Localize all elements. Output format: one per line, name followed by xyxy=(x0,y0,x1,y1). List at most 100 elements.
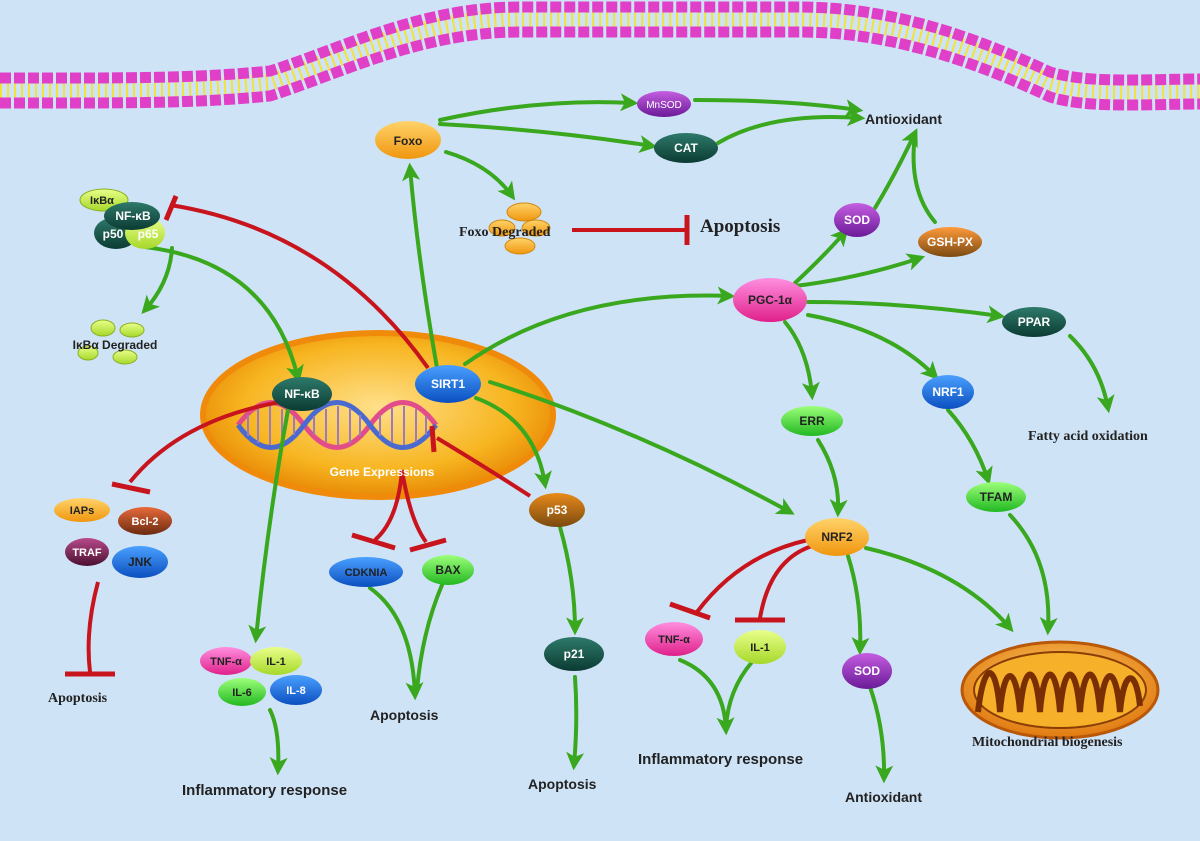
arrow-cytokines-inflam xyxy=(268,708,288,776)
p21-node xyxy=(544,637,604,671)
gshpx-node xyxy=(918,227,982,257)
protein-nodes xyxy=(54,91,1066,706)
arrow-foxo-mnsod xyxy=(438,93,639,122)
apoptosis-center-label: Apoptosis xyxy=(700,216,780,237)
arrow-pgc-err xyxy=(783,320,820,401)
arrow-cdknia-apoptosis xyxy=(368,586,424,701)
inhibit-gene-cdknia xyxy=(373,469,404,542)
sod-top-label: SOD xyxy=(844,213,870,227)
bax-node xyxy=(422,555,474,585)
p65-label: p65 xyxy=(138,227,159,241)
gene-expressions-label: Gene Expressions xyxy=(330,465,435,479)
arrow-p53-p21 xyxy=(558,525,584,636)
sod-bottom-label: SOD xyxy=(854,664,880,678)
arrow-tnfa-inflam xyxy=(678,658,735,736)
arrow-mnsod-antioxidant xyxy=(693,98,864,118)
il6-label: IL-6 xyxy=(232,687,252,699)
arrow-sod-antioxidant-bottom xyxy=(868,685,894,784)
jnk-label: JNK xyxy=(128,555,152,569)
il1-right-label: IL-1 xyxy=(750,642,770,654)
cdknia-label: CDKNIA xyxy=(345,567,388,579)
tnfa-right-label: TNF-α xyxy=(658,634,690,646)
mito-bio-label: Mitochondrial biogenesis xyxy=(972,735,1123,750)
arrow-il1-inflam xyxy=(724,660,754,730)
nrf1-node xyxy=(922,375,974,409)
p53-node xyxy=(529,493,585,527)
nrf2-node xyxy=(805,518,869,556)
inhibit-gene-bax xyxy=(400,469,428,544)
inhibit-nrf2-il1 xyxy=(758,544,813,619)
bcl2-label: Bcl-2 xyxy=(132,516,159,528)
iaps-label: IAPs xyxy=(70,505,94,517)
foxo-degraded-label: Foxo Degraded xyxy=(459,225,551,240)
sod-top-node xyxy=(834,203,880,237)
err-node xyxy=(781,406,843,436)
ppar-label: PPAR xyxy=(1018,315,1051,329)
arrow-foxo-degraded xyxy=(444,150,516,201)
bax-label: BAX xyxy=(435,563,460,577)
cat-node xyxy=(654,133,718,163)
arrow-pgc-gshpx xyxy=(793,253,926,288)
foxo-label: Foxo xyxy=(394,134,423,148)
p50-label: p50 xyxy=(103,227,124,241)
apoptosis-mid-label: Apoptosis xyxy=(370,707,439,723)
apoptosis-p21-label: Apoptosis xyxy=(528,776,597,792)
err-label: ERR xyxy=(799,414,825,428)
apoptosis-left-label: Apoptosis xyxy=(48,691,108,706)
mitochondrion-icon xyxy=(960,640,1160,740)
nrf1-label: NRF1 xyxy=(932,385,964,399)
pgc1a-label: PGC-1α xyxy=(748,293,793,307)
pgc1a-node xyxy=(733,278,807,322)
ikba-label: IκBα xyxy=(90,195,114,207)
foxo-degraded-fragments xyxy=(488,202,551,255)
ppar-node xyxy=(1002,307,1066,337)
inhibit-traf-apoptosis xyxy=(86,581,100,673)
tfam-label: TFAM xyxy=(980,490,1013,504)
cdknia-node xyxy=(329,557,403,587)
mnsod-node xyxy=(637,91,691,117)
sirt1-node xyxy=(415,365,481,403)
arrow-pgc-sod xyxy=(793,227,849,285)
arrow-sirt1-pgc xyxy=(463,286,736,366)
cell-membrane xyxy=(0,1,1200,111)
iaps-node xyxy=(54,498,110,522)
nfkb-nucleus-node xyxy=(272,377,332,411)
nfkb-complex-label: NF-κB xyxy=(115,209,151,223)
antioxidant-bottom-label: Antioxidant xyxy=(845,789,922,805)
foxo-node xyxy=(375,121,441,159)
cat-label: CAT xyxy=(674,141,698,155)
p53-label: p53 xyxy=(547,503,568,517)
arrow-sirt1-nrf2 xyxy=(488,380,795,515)
ikba-degraded-fragments xyxy=(77,319,145,365)
il6-node xyxy=(218,678,266,706)
arrow-nrf2-sod xyxy=(846,554,870,656)
fatty-acid-label: Fatty acid oxidation xyxy=(1028,429,1148,444)
arrow-nfkb-ikbadegraded xyxy=(141,246,174,315)
arrow-sirt1-p53 xyxy=(474,396,552,490)
traf-node xyxy=(65,538,109,566)
il8-label: IL-8 xyxy=(286,685,306,697)
inflam-right-label: Inflammatory response xyxy=(638,751,803,768)
arrow-err-nrf2 xyxy=(816,438,848,518)
nfkb-complex xyxy=(79,188,165,249)
tnfa-left-node xyxy=(200,647,252,675)
arrow-cat-antioxidant xyxy=(716,108,866,145)
arrow-nfkb-cytokines xyxy=(248,408,290,644)
arrow-nfkb-nucleus xyxy=(143,245,304,384)
jnk-node xyxy=(112,546,168,578)
il8-node xyxy=(270,675,322,705)
gshpx-label: GSH-PX xyxy=(927,235,973,249)
inflam-left-label: Inflammatory response xyxy=(182,782,347,799)
arrow-pgc-nrf1 xyxy=(806,313,939,380)
inhibit-nfkb-iaps xyxy=(128,400,281,484)
arrow-tfam-mito xyxy=(1008,513,1058,636)
inhibit-nrf2-tnfa xyxy=(695,538,809,614)
inhibit-p53-gene xyxy=(435,436,532,498)
activation-arrows xyxy=(141,93,1115,784)
traf-label: TRAF xyxy=(72,547,102,559)
il1-left-node xyxy=(250,647,302,675)
nrf2-label: NRF2 xyxy=(821,530,853,544)
ikba-degraded-label: IκBα Degraded xyxy=(73,338,158,352)
